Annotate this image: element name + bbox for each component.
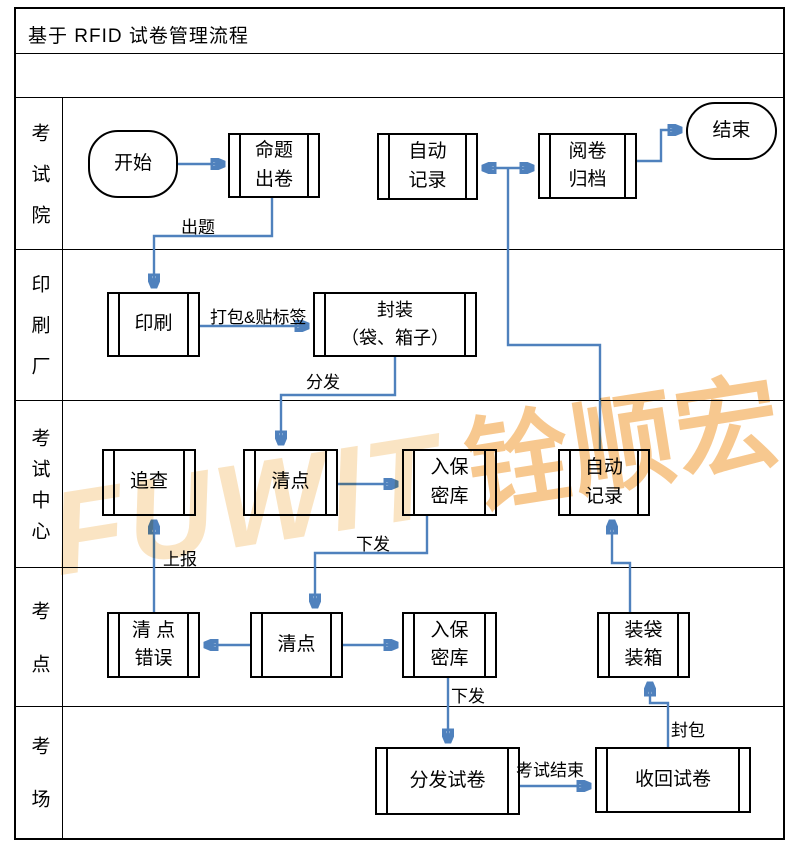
lane-label: 考试中心 [28, 427, 50, 552]
edge-label-dabao: 打包&贴标签 [210, 308, 307, 327]
node-yinshua: 印刷 [107, 292, 200, 357]
edge-label-xiafa-site: 下发 [451, 687, 485, 706]
edge-zidongcenter-up-trunk [506, 168, 602, 449]
lane-label: 考点 [28, 600, 50, 707]
edge-label-shangbao: 上报 [163, 550, 197, 569]
edge-label-xiafa-center: 下发 [356, 535, 390, 554]
edge-fengzhuang-to-qingdiancenter [281, 357, 397, 444]
lane-kaoshizhongxin: 考试中心 [16, 400, 62, 567]
edge-yuejuan-to-end [637, 130, 681, 163]
edge-shouhui-to-zhuangdai [650, 683, 670, 747]
node-end: 结束 [686, 102, 777, 160]
node-fengzhuang: 封装 （袋、箱子） [313, 292, 477, 357]
lane-divider-1 [14, 249, 783, 250]
lane-label: 印刷厂 [28, 274, 50, 397]
lane-label-column-divider [62, 97, 63, 838]
lane-kaodian: 考点 [16, 567, 62, 707]
lane-divider-4 [14, 706, 783, 707]
lane-divider-3 [14, 567, 783, 568]
lane-yinshuachang: 印刷厂 [16, 249, 62, 400]
node-mingti-chujuan: 命题 出卷 [228, 133, 320, 198]
outer-border [14, 7, 785, 840]
lane-kaochang: 考场 [16, 706, 62, 842]
node-qingdian-center: 清点 [243, 449, 338, 516]
edge-label-kaoshi-jieshu: 考试结束 [516, 761, 584, 780]
node-start: 开始 [88, 130, 178, 198]
title-row-divider [14, 53, 783, 54]
node-zidong-jilu-center: 自动 记录 [558, 449, 650, 516]
node-fenfa-shijuan: 分发试卷 [375, 747, 520, 815]
lane-kaoshiyuan: 考试院 [16, 97, 62, 249]
node-yuejuan-guidang: 阅卷 归档 [538, 133, 637, 199]
node-rubaomiku-site: 入保 密库 [402, 612, 497, 678]
edge-label-fenfa: 分发 [306, 373, 340, 392]
header-row-divider [14, 97, 783, 98]
lane-divider-2 [14, 400, 783, 401]
edge-zhuangdai-to-zidongcenter [612, 521, 632, 612]
node-rubaomiku-center: 入保 密库 [402, 449, 497, 516]
edge-mingti-to-yinshua [154, 198, 274, 287]
node-qingdian-cuowu: 清 点 错误 [107, 612, 200, 678]
edge-rubaomicenter-to-qingdiansite [315, 516, 429, 607]
node-qingdian-site: 清点 [250, 612, 343, 678]
node-zhuangdai-zhuangxiang: 装袋 装箱 [597, 612, 690, 678]
node-shouhui-shijuan: 收回试卷 [595, 747, 751, 813]
lane-label: 考试院 [28, 122, 50, 246]
node-zidong-jilu-top: 自动 记录 [377, 133, 478, 200]
node-zhuicha: 追查 [102, 449, 196, 516]
page-title: 基于 RFID 试卷管理流程 [28, 26, 249, 47]
edge-label-fengbao: 封包 [671, 721, 705, 740]
edge-label-chuti: 出题 [181, 218, 215, 237]
lane-label: 考场 [28, 736, 50, 842]
